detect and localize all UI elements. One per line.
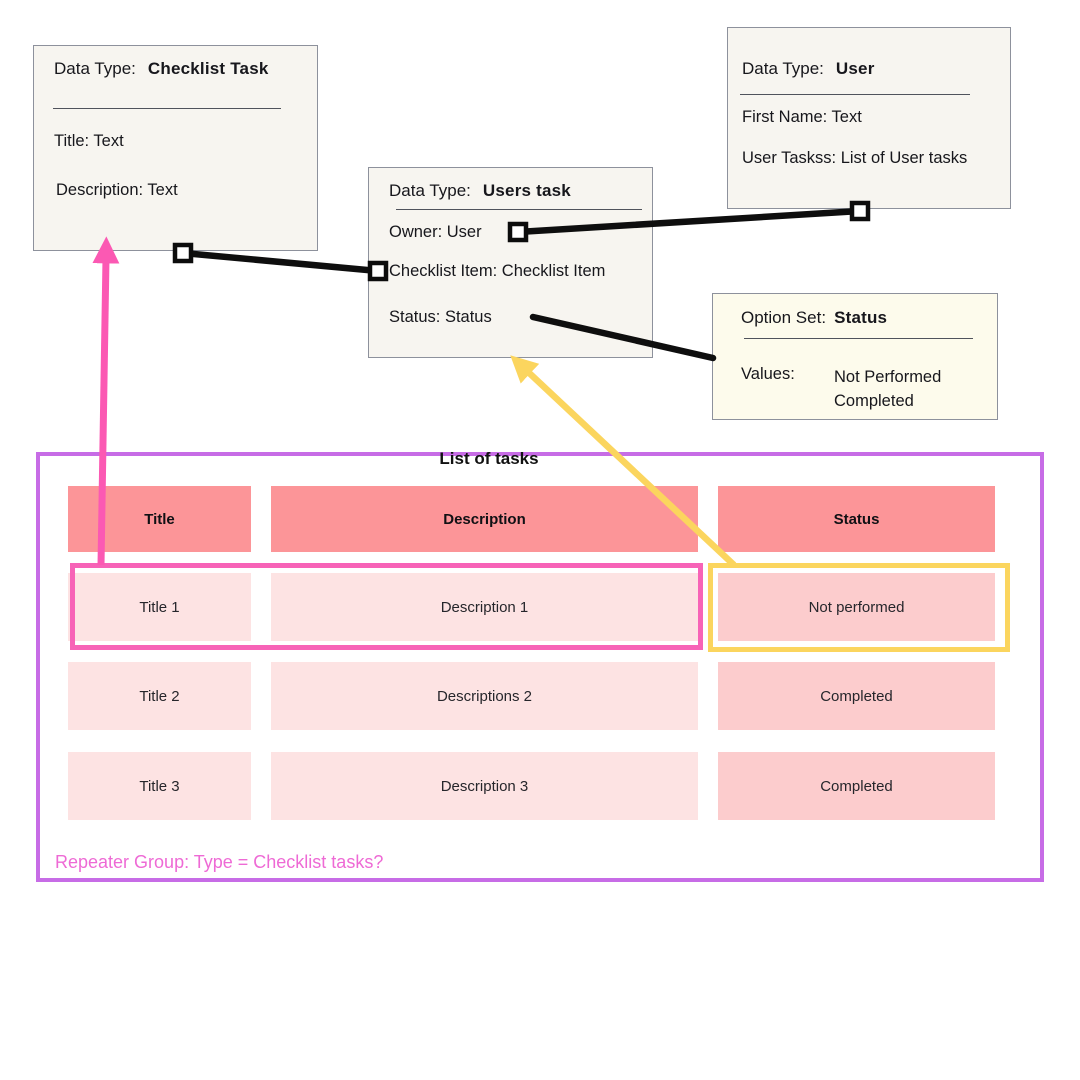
- repeater-group-label: Repeater Group: Type = Checklist tasks?: [55, 852, 384, 872]
- field-description: Description: Text: [56, 181, 178, 199]
- data-type-name: Checklist Task: [147, 59, 269, 78]
- user-box-title: Data Type: User: [742, 59, 875, 79]
- data-type-label: Data Type:: [389, 181, 471, 200]
- status-highlight-frame: [708, 563, 1010, 652]
- option-set-label: Option Set:: [741, 308, 827, 327]
- connector-line-checklist: [179, 249, 382, 275]
- checklist-task-box-title: Data Type: Checklist Task: [54, 59, 269, 79]
- column-header-status: Status: [718, 486, 995, 552]
- table-cell: Title 3: [68, 752, 251, 820]
- table-cell: Descriptions 2: [271, 662, 698, 730]
- table-cell-status: Not performed: [718, 573, 995, 641]
- table-cell: Description 1: [271, 573, 698, 641]
- values-list: Not Performed Completed: [834, 365, 941, 413]
- option-set-box: Option Set: Status Values: Not Performed …: [712, 293, 998, 420]
- data-type-name: Users task: [482, 181, 571, 200]
- option-set-values: Values: Not Performed Completed: [741, 365, 941, 413]
- users-task-box: Data Type: Users task Owner: User Checkli…: [368, 167, 653, 358]
- field-first-name: First Name: Text: [742, 108, 862, 126]
- option-set-name: Status: [834, 308, 888, 327]
- users-task-box-title: Data Type: Users task: [389, 181, 571, 201]
- table-cell: Description 3: [271, 752, 698, 820]
- row-highlight-frame: [70, 563, 703, 650]
- divider: [396, 209, 642, 210]
- divider: [744, 338, 973, 339]
- divider: [53, 108, 281, 109]
- field-owner: Owner: User: [389, 223, 482, 241]
- data-type-name: User: [835, 59, 875, 78]
- table-cell-status: Completed: [718, 662, 995, 730]
- data-type-label: Data Type:: [742, 59, 824, 78]
- table-cell: Title 1: [68, 573, 251, 641]
- field-checklist-item: Checklist Item: Checklist Item: [389, 262, 606, 280]
- table-cell: Title 2: [68, 662, 251, 730]
- data-type-label: Data Type:: [54, 59, 136, 78]
- table-cell-status: Completed: [718, 752, 995, 820]
- value-item: Completed: [834, 392, 914, 410]
- user-box: Data Type: User First Name: Text User Tas…: [727, 27, 1011, 209]
- field-title: Title: Text: [54, 132, 124, 150]
- values-label: Values:: [741, 365, 795, 383]
- option-set-box-title: Option Set: Status: [741, 308, 887, 328]
- field-user-tasks: User Taskss: List of User tasks: [742, 149, 968, 167]
- divider: [740, 94, 970, 95]
- field-status: Status: Status: [389, 308, 492, 326]
- column-header-title: Title: [68, 486, 251, 552]
- column-header-description: Description: [271, 486, 698, 552]
- table-title: List of tasks: [439, 449, 539, 468]
- value-item: Not Performed: [834, 368, 942, 386]
- checklist-task-box: Data Type: Checklist Task Title: Text Des…: [33, 45, 318, 251]
